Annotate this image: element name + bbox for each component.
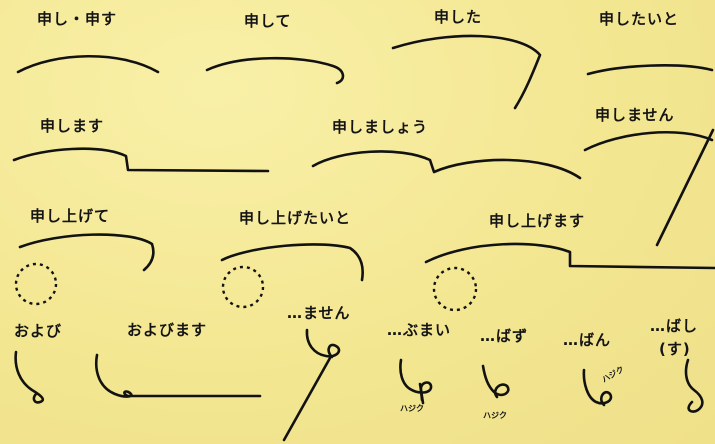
stroke-bumai-cross — [418, 382, 425, 405]
stroke-moshimasu — [12, 147, 270, 173]
label-moshi-mosu: 申し・申す — [37, 10, 118, 28]
stroke-oyobi — [14, 350, 45, 404]
label-moshimashou: 申しましょう — [332, 118, 429, 136]
label-moshiagemasu: 申し上げます — [489, 212, 586, 230]
stroke-ban — [582, 368, 613, 407]
stroke-moshiagetaito — [220, 243, 364, 282]
label-moshimasu: 申します — [40, 117, 105, 135]
label-moshita: 申した — [434, 8, 483, 26]
stroke-masen — [305, 328, 341, 359]
stroke-bumai — [399, 358, 433, 402]
stroke-moshiagemasu — [424, 242, 715, 270]
stroke-moshimashou — [311, 150, 582, 180]
stroke-bazu — [481, 364, 510, 399]
stroke-moshimasen-slash — [655, 128, 715, 247]
stroke-bashi — [684, 358, 704, 413]
label-su: (す) — [659, 340, 691, 358]
label-ban: …ばん — [563, 331, 612, 349]
label-oyobimasu: およびます — [127, 321, 208, 339]
label-moshiagetaito: 申し上げたいと — [239, 209, 352, 227]
label-hajiku-1: ハジク — [400, 404, 424, 413]
label-bazu: …ばず — [480, 327, 529, 345]
stroke-moshi-mosu — [16, 54, 160, 74]
label-hajiku-2: ハジク — [483, 411, 507, 420]
stroke-moshitaito — [586, 64, 714, 76]
dotted-circle-1 — [14, 262, 58, 306]
stroke-oyobimasu — [94, 353, 262, 398]
label-oyobi: および — [14, 322, 63, 340]
stroke-moshimasen — [583, 131, 714, 152]
label-bumai: …ぶまい — [387, 321, 452, 339]
label-moshite: 申して — [244, 12, 292, 30]
dotted-circle-3 — [432, 266, 478, 312]
stroke-moshita — [391, 34, 542, 110]
stroke-moshiagete — [18, 233, 155, 272]
stroke-masen-slash — [282, 356, 332, 442]
label-moshiagete: 申し上げて — [30, 207, 111, 225]
label-bashi: …ばし — [650, 317, 699, 335]
dotted-circle-2 — [221, 265, 265, 309]
label-moshimasen: 申しません — [595, 106, 675, 124]
label-moshitaito: 申したいと — [599, 10, 680, 28]
label-masen: …ません — [287, 304, 351, 322]
stroke-moshite — [205, 56, 345, 85]
